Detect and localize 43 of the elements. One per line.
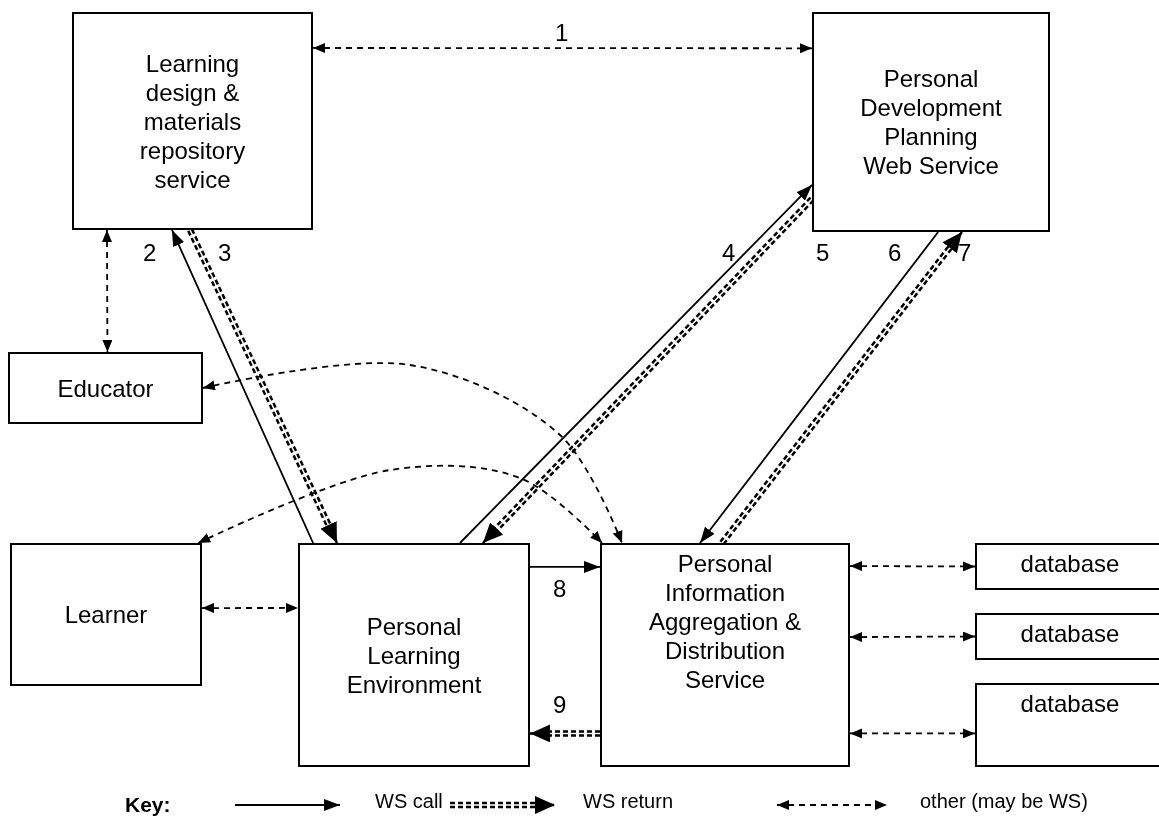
edge-label: 5 xyxy=(816,240,830,266)
node-label: database xyxy=(1020,549,1120,578)
dashed-arrow xyxy=(202,362,623,544)
edge-label: 1 xyxy=(555,20,569,46)
dashed-arrow xyxy=(102,229,113,353)
edge-label: 7 xyxy=(958,240,972,266)
dashed-arrow xyxy=(197,464,603,544)
double-dashed-arrow xyxy=(719,230,964,546)
arrow xyxy=(171,229,314,544)
edge-label: 4 xyxy=(722,240,736,266)
node-label: Personal Learning Environment xyxy=(345,611,483,699)
legend-label: other (may be WS) xyxy=(920,790,1088,813)
node-label: Educator xyxy=(57,373,154,403)
dashed-arrow xyxy=(849,728,976,739)
edge-label: 3 xyxy=(218,240,232,266)
edge-label: 6 xyxy=(888,240,902,266)
process-box xyxy=(10,543,202,686)
node-label: database xyxy=(1020,619,1120,648)
key-heading: Key: xyxy=(125,793,171,817)
dashed-arrow xyxy=(312,43,813,54)
node-label: database xyxy=(1020,689,1120,718)
dashed-arrow xyxy=(849,631,976,642)
edge-label: 8 xyxy=(553,576,567,602)
process-box xyxy=(812,12,1050,232)
process-box xyxy=(600,543,850,767)
dashed-arrow xyxy=(201,602,299,614)
edge-label: 9 xyxy=(553,692,567,718)
process-box xyxy=(975,683,1159,767)
process-box xyxy=(72,12,313,230)
legend-label: WS call xyxy=(375,790,443,813)
process-box xyxy=(975,613,1159,660)
process-box xyxy=(975,543,1159,590)
process-box xyxy=(8,352,203,424)
process-box xyxy=(298,543,530,767)
node-label: Personal Development Planning Web Service xyxy=(859,64,1003,180)
node-label: Personal Information Aggregation & Distribution Service xyxy=(647,549,803,694)
dashed-arrow xyxy=(849,561,976,572)
node-label: Learner xyxy=(64,600,148,629)
edge-label: 2 xyxy=(143,240,157,266)
arrow xyxy=(699,231,940,544)
legend-label: WS return xyxy=(583,790,674,813)
node-label: Learning design & materials repository service xyxy=(138,48,247,194)
arrow xyxy=(529,560,601,573)
